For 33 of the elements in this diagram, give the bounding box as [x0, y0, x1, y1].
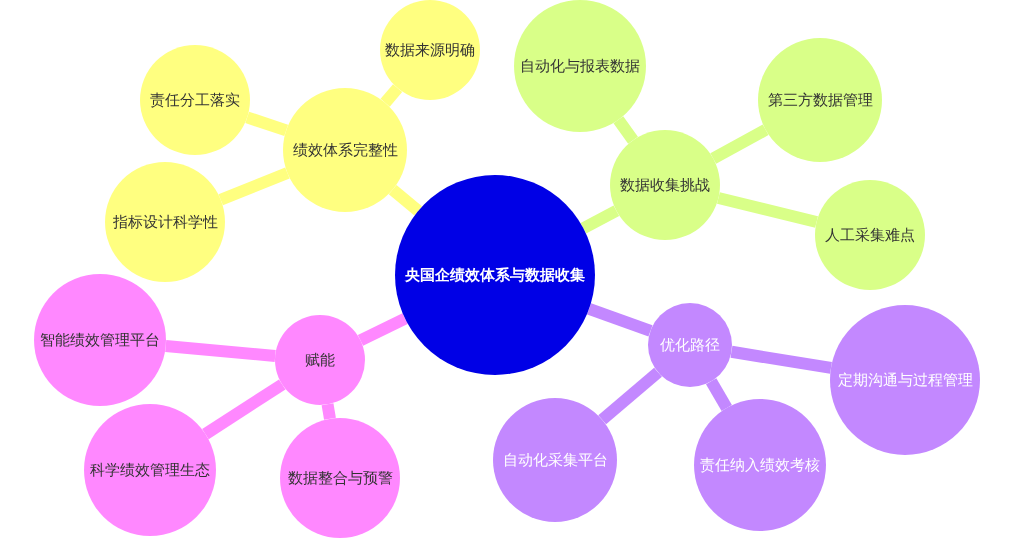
topic-label: 数据来源明确	[385, 40, 475, 60]
connector-line	[730, 345, 832, 374]
connector-line	[202, 379, 286, 440]
connector-line	[705, 378, 732, 411]
topic-label: 数据收集挑战	[620, 175, 710, 195]
connector-line	[321, 403, 336, 420]
connector-line	[710, 124, 769, 164]
topic-label: 自动化与报表数据	[520, 56, 640, 76]
connector-line	[357, 313, 408, 346]
topic-label: 央国企绩效体系与数据收集	[405, 265, 585, 285]
connector-line	[587, 303, 653, 337]
topic-label: 责任纳入绩效考核	[700, 455, 820, 475]
topic-label: 赋能	[305, 350, 335, 370]
connector-line	[245, 111, 289, 137]
topic-label: 自动化采集平台	[502, 450, 608, 470]
topic-label: 智能绩效管理平台	[40, 330, 160, 350]
connector-line	[598, 367, 662, 425]
topic-label: 绩效体系完整性	[292, 140, 398, 160]
topic-label: 人工采集难点	[825, 225, 915, 245]
topic-label: 定期沟通与过程管理	[837, 370, 973, 390]
connector-line	[380, 84, 403, 107]
connector-line	[580, 205, 620, 234]
topic-label: 优化路径	[660, 335, 720, 355]
topic-label: 科学绩效管理生态	[90, 460, 210, 480]
connector-line	[388, 185, 422, 216]
connector-line	[717, 192, 818, 228]
connector-line	[165, 340, 276, 362]
topic-label: 指标设计科学性	[112, 212, 218, 232]
topic-label: 责任分工落实	[150, 90, 240, 110]
connector-line	[218, 167, 290, 206]
topic-label: 数据整合与预警	[287, 468, 393, 488]
connector-line	[613, 116, 638, 144]
topic-label: 第三方数据管理	[767, 90, 873, 110]
